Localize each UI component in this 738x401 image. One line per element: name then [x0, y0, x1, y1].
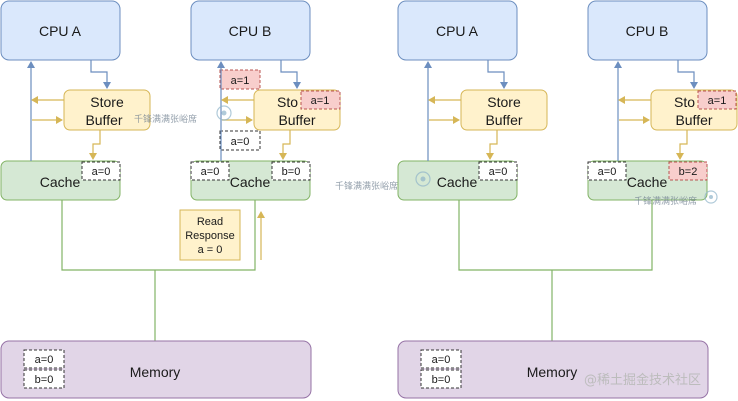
left-memory: Memory a=0 b=0 — [0, 340, 312, 399]
right-store-buffer-b: Sto Buffer a=1 — [650, 89, 738, 131]
right-cpu-b-label: CPU B — [626, 23, 669, 39]
right-store-buffer-a: Store Buffer — [460, 89, 548, 131]
left-store-buffer-b-entry: a=1 — [311, 95, 330, 107]
left-cache-b-entry-left: a=0 — [201, 166, 220, 178]
left-cpu-b-label: CPU B — [229, 23, 272, 39]
left-store-buffer-a-line2: Buffer — [85, 112, 122, 128]
left-store-buffer-b-line2: Buffer — [278, 112, 315, 128]
left-cpu-a-label: CPU A — [39, 23, 82, 39]
left-cache-a: Cache a=0 — [0, 160, 121, 201]
left-store-buffer-b: Sto Buffer a=1 — [253, 89, 341, 131]
left-cache-b-label: Cache — [230, 174, 271, 190]
watermark-logo-2: 千锋满满张峪席 — [335, 171, 431, 192]
watermark-logo-1: 千锋满满张峪席 — [134, 105, 232, 125]
left-diagram: CPU A CPU B Store Buffer Sto Buffer a=1 … — [0, 0, 341, 399]
read-response-line3: a = 0 — [198, 244, 223, 256]
left-cache-a-entry: a=0 — [92, 166, 111, 178]
right-memory-entry-b: b=0 — [432, 374, 451, 386]
right-memory-entry-a: a=0 — [432, 354, 451, 366]
right-memory: Memory a=0 b=0 — [397, 340, 709, 399]
left-pending-entry-text: a=0 — [231, 136, 250, 148]
left-store-buffer-a: Store Buffer — [63, 89, 151, 131]
right-store-buffer-a-line1: Store — [487, 94, 521, 110]
right-store-buffer-b-line2: Buffer — [675, 112, 712, 128]
right-cpu-a: CPU A — [397, 0, 518, 61]
site-credit: @稀土掘金技术社区 — [584, 372, 701, 388]
right-store-buffer-b-entry: a=1 — [708, 95, 727, 107]
left-pending-entry: a=0 — [219, 130, 261, 151]
read-response-line2: Response — [185, 230, 235, 242]
left-store-buffer-a-line1: Store — [90, 94, 124, 110]
left-memory-entry-a: a=0 — [35, 354, 54, 366]
left-cache-b: Cache a=0 b=0 — [190, 160, 311, 201]
watermark-logo-3: 千锋满满张峪席 — [634, 190, 718, 207]
left-memory-label: Memory — [130, 364, 181, 380]
right-store-buffer-a-line2: Buffer — [485, 112, 522, 128]
left-store-buffer-b-entry-box — [300, 90, 341, 110]
right-cache-b-entry-right: b=2 — [679, 166, 698, 178]
left-store-buffer-b-line1: Sto — [277, 94, 298, 110]
left-cpu-b: CPU B — [190, 0, 311, 61]
right-bus — [458, 200, 653, 341]
right-cpu-a-label: CPU A — [436, 23, 479, 39]
left-read-response: Read Response a = 0 — [179, 209, 241, 261]
right-store-buffer-b-line1: Sto — [674, 94, 695, 110]
right-cache-a-entry: a=0 — [489, 166, 508, 178]
left-cpu-a: CPU A — [0, 0, 121, 61]
right-cache-b: Cache a=0 b=2 — [587, 160, 708, 201]
watermark-text-3: 千锋满满张峪席 — [634, 195, 697, 207]
left-floating-entry: a=1 — [219, 69, 261, 90]
right-cpu-b: CPU B — [587, 0, 708, 61]
left-cache-a-label: Cache — [40, 174, 81, 190]
left-arrows — [27, 60, 301, 260]
left-floating-entry-text: a=1 — [231, 75, 250, 87]
right-arrows — [424, 60, 698, 161]
right-store-buffer-b-entry-box — [697, 90, 737, 110]
right-cache-a-label: Cache — [437, 174, 478, 190]
read-response-line1: Read — [197, 216, 223, 228]
right-memory-label: Memory — [527, 364, 578, 380]
left-cache-b-entry-right: b=0 — [282, 166, 301, 178]
right-cache-b-entry-left: a=0 — [598, 166, 617, 178]
right-cache-b-label: Cache — [627, 174, 668, 190]
left-bus — [61, 200, 256, 341]
watermark-text-2: 千锋满满张峪席 — [335, 180, 398, 192]
left-memory-entry-b: b=0 — [35, 374, 54, 386]
right-diagram: CPU A CPU B Store Buffer Sto Buffer a=1 … — [397, 0, 738, 399]
watermark-text-1: 千锋满满张峪席 — [134, 113, 197, 125]
right-cache-a: Cache a=0 — [397, 160, 518, 201]
